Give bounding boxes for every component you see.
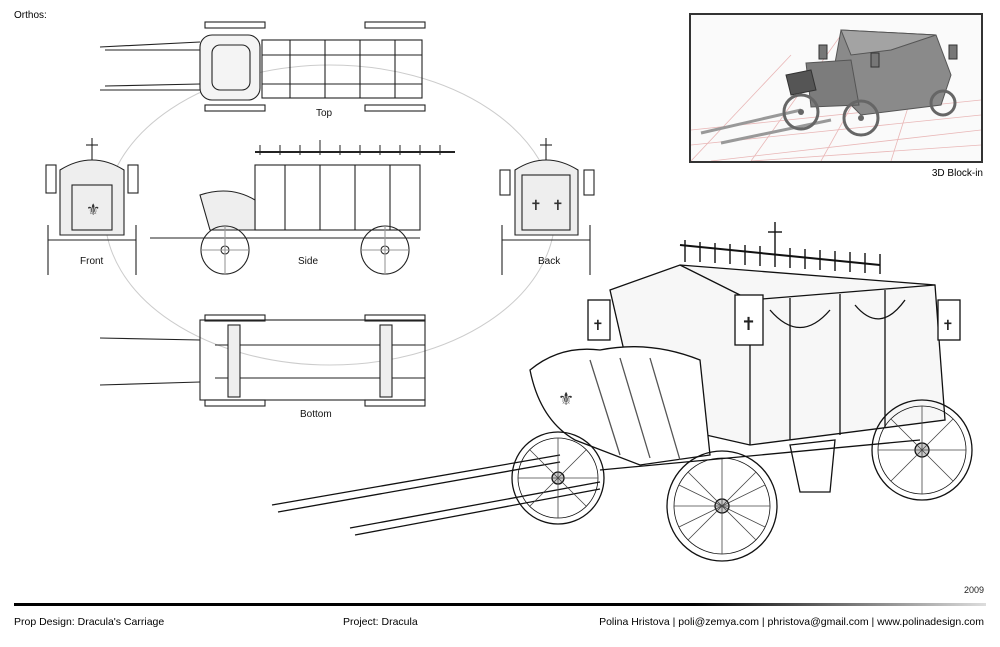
top-view-drawing (99, 21, 426, 112)
footer-title: Prop Design: Dracula's Carriage (14, 616, 165, 628)
label-bottom: Bottom (300, 409, 332, 420)
front-right-wheel (666, 450, 778, 562)
block-in-render (691, 29, 981, 161)
back-view-drawing: ✝ ✝ (499, 138, 595, 275)
front-left-wheel (511, 431, 605, 525)
rear-right-wheel (871, 399, 973, 501)
footer-divider (14, 603, 986, 606)
svg-text:✝: ✝ (942, 317, 954, 333)
footer-project: Project: Dracula (343, 616, 418, 628)
svg-text:✝: ✝ (592, 317, 604, 333)
svg-text:⚜: ⚜ (86, 202, 100, 219)
svg-text:⚜: ⚜ (558, 389, 574, 409)
section-title: Orthos: (14, 10, 47, 21)
bottom-view-drawing (99, 314, 426, 407)
year-label: 2009 (963, 585, 984, 595)
label-side: Side (298, 256, 319, 267)
perspective-carriage-drawing: ✝ ✝ ✝ ⚜ (271, 222, 973, 562)
block-in-label: 3D Block-in (931, 168, 983, 179)
block-in-inset (689, 13, 983, 163)
footer-credits: Polina Hristova | poli@zemya.com | phris… (599, 616, 984, 628)
side-view-drawing (150, 140, 455, 275)
svg-text:✝: ✝ (741, 314, 756, 334)
carriage-sketches: ⚜ ✝ ✝ (45, 21, 973, 562)
label-front: Front (80, 256, 104, 267)
label-back: Back (538, 256, 561, 267)
front-view-drawing: ⚜ (45, 138, 139, 275)
svg-text:✝: ✝ (530, 197, 542, 213)
label-top: Top (316, 108, 333, 119)
svg-text:✝: ✝ (552, 197, 564, 213)
